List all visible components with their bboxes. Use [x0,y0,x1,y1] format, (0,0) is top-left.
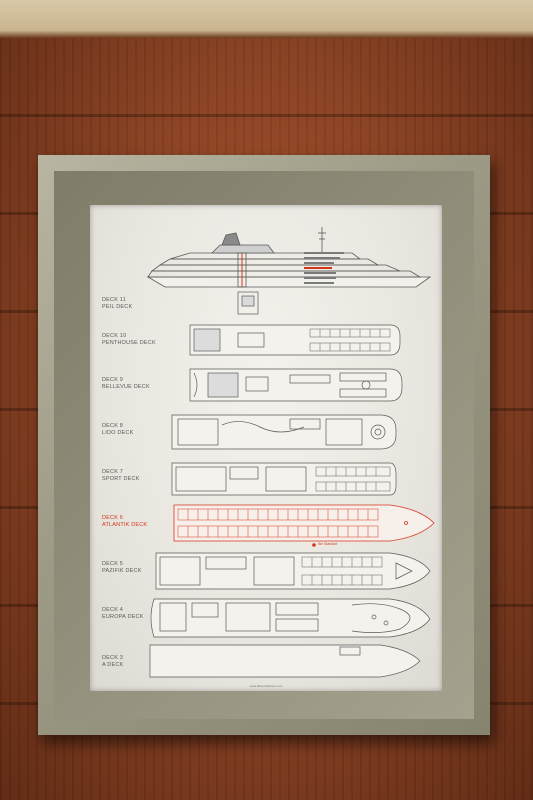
ship-profile [146,227,432,288]
footer-url: www.hlkreuzfahrten.com [249,684,283,688]
profile-legend [304,252,344,284]
deck9-plan [189,368,403,402]
location-marker-label: Sie Standort [318,542,338,546]
deck11-plan [237,291,259,315]
deck8-plan [171,414,397,450]
deck3-plan [149,644,421,678]
ceiling-trim [0,0,533,38]
deck6-plan [173,504,435,542]
deck-plan-drawing [146,227,435,678]
deck7-plan [171,462,397,496]
deck10-plan [189,324,401,356]
location-marker [312,543,316,547]
deck5-plan [155,552,431,590]
deck4-plan [150,598,431,638]
